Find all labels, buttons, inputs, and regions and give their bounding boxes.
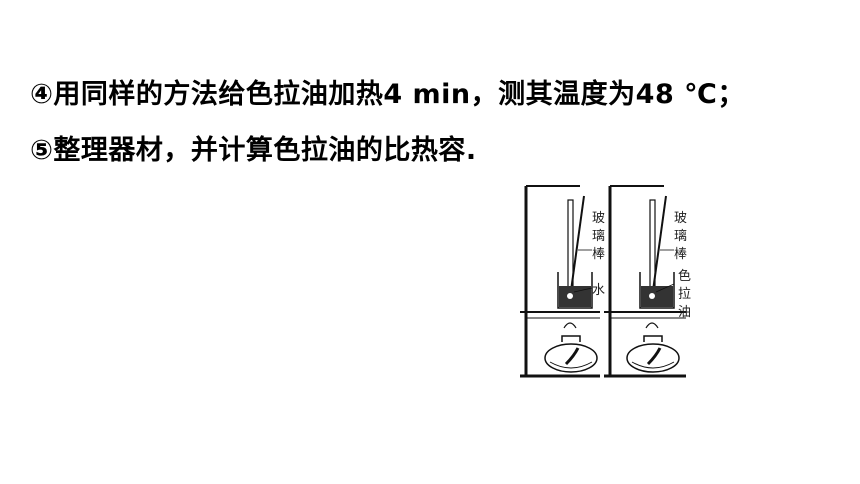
right-liquid-label-3: 油: [678, 305, 691, 320]
left-rod-label-3: 棒: [592, 247, 605, 262]
left-liquid-label: 水: [592, 283, 605, 298]
left-apparatus: [520, 185, 600, 378]
right-rod-label-3: 棒: [674, 247, 687, 262]
right-rod-label-1: 玻: [674, 211, 687, 226]
experiment-figure: 玻 璃 棒 水 玻 璃 棒 色 拉 油: [520, 185, 691, 378]
right-liquid-label-1: 色: [678, 268, 691, 284]
right-apparatus: [604, 185, 686, 378]
step-4-text: ④用同样的方法给色拉油加热4 min，测其温度为48 ℃；: [30, 79, 745, 110]
step-5-text: ⑤整理器材，并计算色拉油的比热容.: [30, 135, 477, 166]
left-rod-label-2: 璃: [592, 229, 605, 244]
right-liquid-label-2: 拉: [678, 287, 691, 302]
right-rod-label-2: 璃: [674, 229, 687, 244]
left-rod-label-1: 玻: [592, 211, 605, 226]
